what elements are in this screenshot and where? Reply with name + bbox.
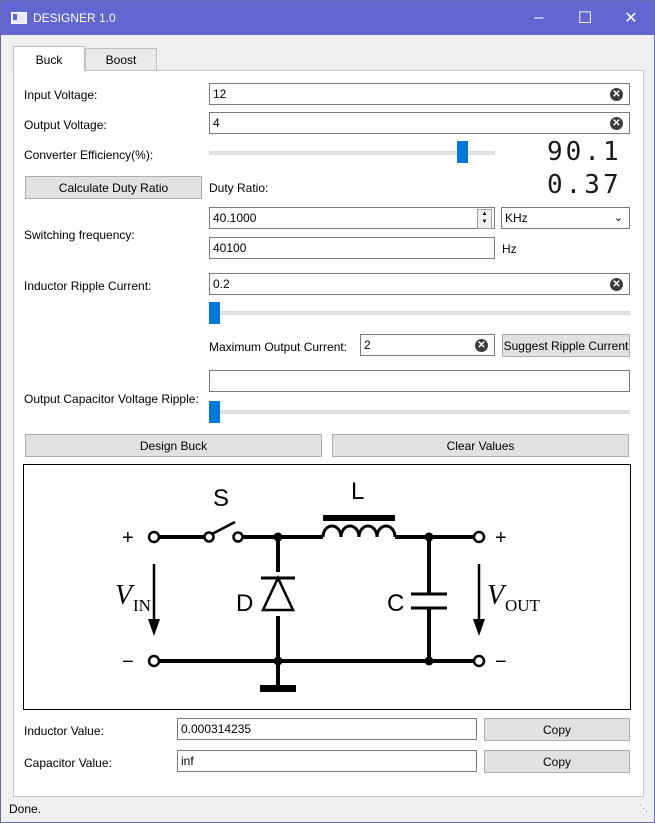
capacitor-symbol — [411, 592, 447, 610]
clear-values-button[interactable]: Clear Values — [332, 434, 629, 457]
switch-label: S — [213, 485, 229, 512]
inductor-value-field[interactable]: 0.000314235 — [177, 718, 477, 740]
vout-label: V — [487, 580, 507, 611]
spin-arrows-icon[interactable]: ▲▼ — [477, 209, 492, 229]
ripple-current-field[interactable]: 0.2 ✕ — [209, 273, 630, 295]
capacitor-value-field[interactable]: inf — [177, 750, 477, 772]
cap-ripple-label: Output Capacitor Voltage Ripple: — [24, 392, 199, 406]
duty-ratio-display: 0.37 — [547, 170, 622, 200]
cap-ripple-slider-thumb[interactable] — [209, 401, 220, 423]
frequency-hz-value: 40100 — [213, 241, 247, 255]
efficiency-slider-thumb[interactable] — [456, 141, 468, 163]
clear-output-voltage-icon[interactable]: ✕ — [610, 117, 623, 130]
input-voltage-value: 12 — [213, 87, 227, 101]
minimize-icon[interactable]: – — [534, 9, 544, 26]
inductor-label: L — [351, 478, 364, 505]
calculate-duty-ratio-button[interactable]: Calculate Duty Ratio — [25, 176, 202, 199]
chevron-down-icon: ⌄ — [613, 212, 623, 224]
efficiency-slider[interactable] — [209, 151, 495, 155]
cap-ripple-slider[interactable] — [209, 410, 630, 414]
vin-plus-sign: + — [122, 527, 134, 549]
input-voltage-field[interactable]: 12 ✕ — [209, 83, 630, 105]
switching-frequency-label: Switching frequency: — [24, 228, 135, 242]
max-current-label: Maximum Output Current: — [209, 340, 348, 354]
ground-symbol — [260, 685, 296, 692]
vin-minus-sign: − — [122, 651, 134, 673]
suggest-ripple-current-button[interactable]: Suggest Ripple Current — [502, 334, 630, 357]
cap-ripple-field[interactable] — [209, 370, 630, 392]
tab-boost[interactable]: Boost — [85, 48, 157, 71]
frequency-unit-value: KHz — [505, 211, 528, 225]
diagram-frame — [23, 464, 631, 710]
close-icon[interactable]: ✕ — [624, 10, 638, 27]
vout-minus-sign: − — [495, 651, 507, 673]
switching-frequency-value: 40.1000 — [213, 211, 257, 225]
ripple-current-slider[interactable] — [209, 311, 630, 315]
diode-label: D — [236, 590, 253, 617]
tab-buck[interactable]: Buck — [13, 46, 85, 72]
vout-plus-terminal — [472, 530, 486, 544]
vin-label: V — [115, 580, 135, 611]
output-voltage-field[interactable]: 4 ✕ — [209, 112, 630, 134]
vin-plus-terminal — [147, 530, 161, 544]
vin-arrow — [148, 564, 160, 636]
capacitor-value: inf — [181, 754, 194, 768]
window-title: DESIGNER 1.0 — [33, 11, 116, 25]
buck-circuit-diagram: S L D C + − + − V IN V OUT — [23, 464, 631, 710]
vin-subscript: IN — [133, 596, 151, 615]
switch-symbol — [203, 520, 244, 543]
design-buck-button[interactable]: Design Buck — [25, 434, 322, 457]
inductor-value-label: Inductor Value: — [24, 724, 104, 738]
hz-unit-label: Hz — [502, 242, 517, 256]
ripple-current-label: Inductor Ripple Current: — [24, 279, 152, 293]
copy-capacitor-button[interactable]: Copy — [484, 750, 630, 773]
capacitor-label: C — [387, 590, 404, 617]
vin-minus-terminal — [147, 654, 161, 668]
inductor-symbol — [321, 515, 397, 538]
output-voltage-value: 4 — [213, 116, 220, 130]
capacitor-value-label: Capacitor Value: — [24, 756, 112, 770]
switching-frequency-spinbox[interactable]: 40.1000 ▲▼ — [209, 207, 495, 229]
ripple-current-value: 0.2 — [213, 277, 230, 291]
maximize-icon[interactable]: ☐ — [577, 10, 593, 27]
app-icon — [11, 12, 27, 24]
vout-plus-sign: + — [495, 527, 507, 549]
circuit-wires — [159, 535, 474, 688]
frequency-unit-select[interactable]: KHz ⌄ — [501, 207, 630, 229]
output-voltage-label: Output Voltage: — [24, 118, 107, 132]
efficiency-label: Converter Efficiency(%): — [24, 148, 154, 162]
clear-max-current-icon[interactable]: ✕ — [475, 339, 488, 352]
vout-minus-terminal — [472, 654, 486, 668]
vout-subscript: OUT — [505, 596, 541, 615]
resize-grip-icon[interactable]: ⋱ — [639, 803, 648, 813]
max-current-value: 2 — [364, 338, 371, 352]
clear-input-voltage-icon[interactable]: ✕ — [610, 88, 623, 101]
clear-ripple-current-icon[interactable]: ✕ — [610, 278, 623, 291]
frequency-hz-field[interactable]: 40100 — [209, 237, 495, 259]
junction-dots — [273, 532, 434, 666]
ripple-current-slider-thumb[interactable] — [209, 302, 220, 324]
copy-inductor-button[interactable]: Copy — [484, 718, 630, 741]
status-text: Done. — [9, 802, 42, 816]
vout-arrow — [473, 564, 485, 636]
duty-ratio-label: Duty Ratio: — [209, 181, 269, 195]
max-current-field[interactable]: 2 ✕ — [360, 334, 495, 356]
input-voltage-label: Input Voltage: — [24, 88, 98, 102]
diode-symbol — [261, 575, 295, 612]
status-bar: Done. ⋱ — [1, 797, 654, 821]
inductor-value: 0.000314235 — [181, 722, 252, 736]
title-bar: DESIGNER 1.0 – ☐ ✕ — [1, 1, 654, 35]
efficiency-display: 90.1 — [547, 137, 622, 167]
